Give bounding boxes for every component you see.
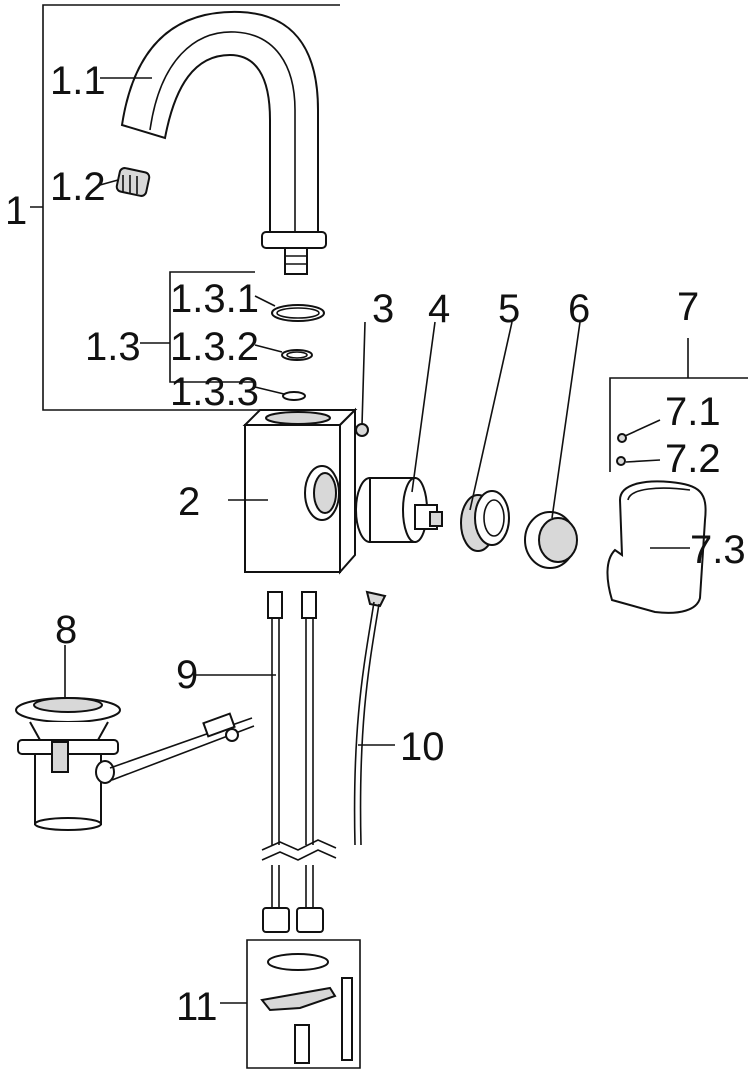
spout-part bbox=[120, 10, 327, 275]
label-3: 3 bbox=[372, 287, 394, 331]
mixer-body-part bbox=[242, 407, 358, 575]
label-2: 2 bbox=[178, 480, 200, 524]
label-7-2: 7.2 bbox=[665, 437, 721, 481]
label-5: 5 bbox=[498, 287, 520, 331]
seal-rings bbox=[271, 304, 325, 401]
label-7-3: 7.3 bbox=[690, 528, 746, 572]
lever-handle-part bbox=[606, 433, 707, 614]
retaining-nut-part bbox=[460, 490, 510, 552]
lift-rod-part bbox=[353, 590, 387, 846]
label-4: 4 bbox=[428, 287, 450, 331]
leader-lines bbox=[64, 77, 690, 746]
label-9: 9 bbox=[176, 653, 198, 697]
pop-up-waste-part bbox=[15, 697, 255, 831]
label-11: 11 bbox=[176, 985, 218, 1029]
label-10: 10 bbox=[400, 725, 445, 769]
label-8: 8 bbox=[55, 608, 77, 652]
cartridge-part bbox=[355, 477, 443, 543]
label-6: 6 bbox=[568, 287, 590, 331]
aerator-part bbox=[115, 167, 151, 197]
label-1-2: 1.2 bbox=[50, 165, 106, 209]
label-1-3: 1.3 bbox=[85, 325, 141, 369]
flex-hoses-part bbox=[261, 591, 337, 933]
label-7-1: 7.1 bbox=[665, 390, 721, 434]
fixing-kit-part bbox=[260, 953, 353, 1064]
label-1-3-3: 1.3.3 bbox=[170, 370, 259, 414]
bracket-7 bbox=[609, 338, 748, 472]
bracket-11 bbox=[220, 939, 361, 1069]
label-1-1: 1.1 bbox=[50, 59, 106, 103]
label-1-3-1: 1.3.1 bbox=[170, 277, 259, 321]
bracket-1-3 bbox=[140, 271, 255, 383]
grub-screw-part bbox=[355, 423, 369, 437]
bracket-1 bbox=[30, 4, 340, 411]
label-1-3-2: 1.3.2 bbox=[170, 325, 259, 369]
label-1: 1 bbox=[5, 189, 27, 233]
cover-cap-part bbox=[524, 511, 578, 569]
label-7: 7 bbox=[677, 285, 699, 329]
